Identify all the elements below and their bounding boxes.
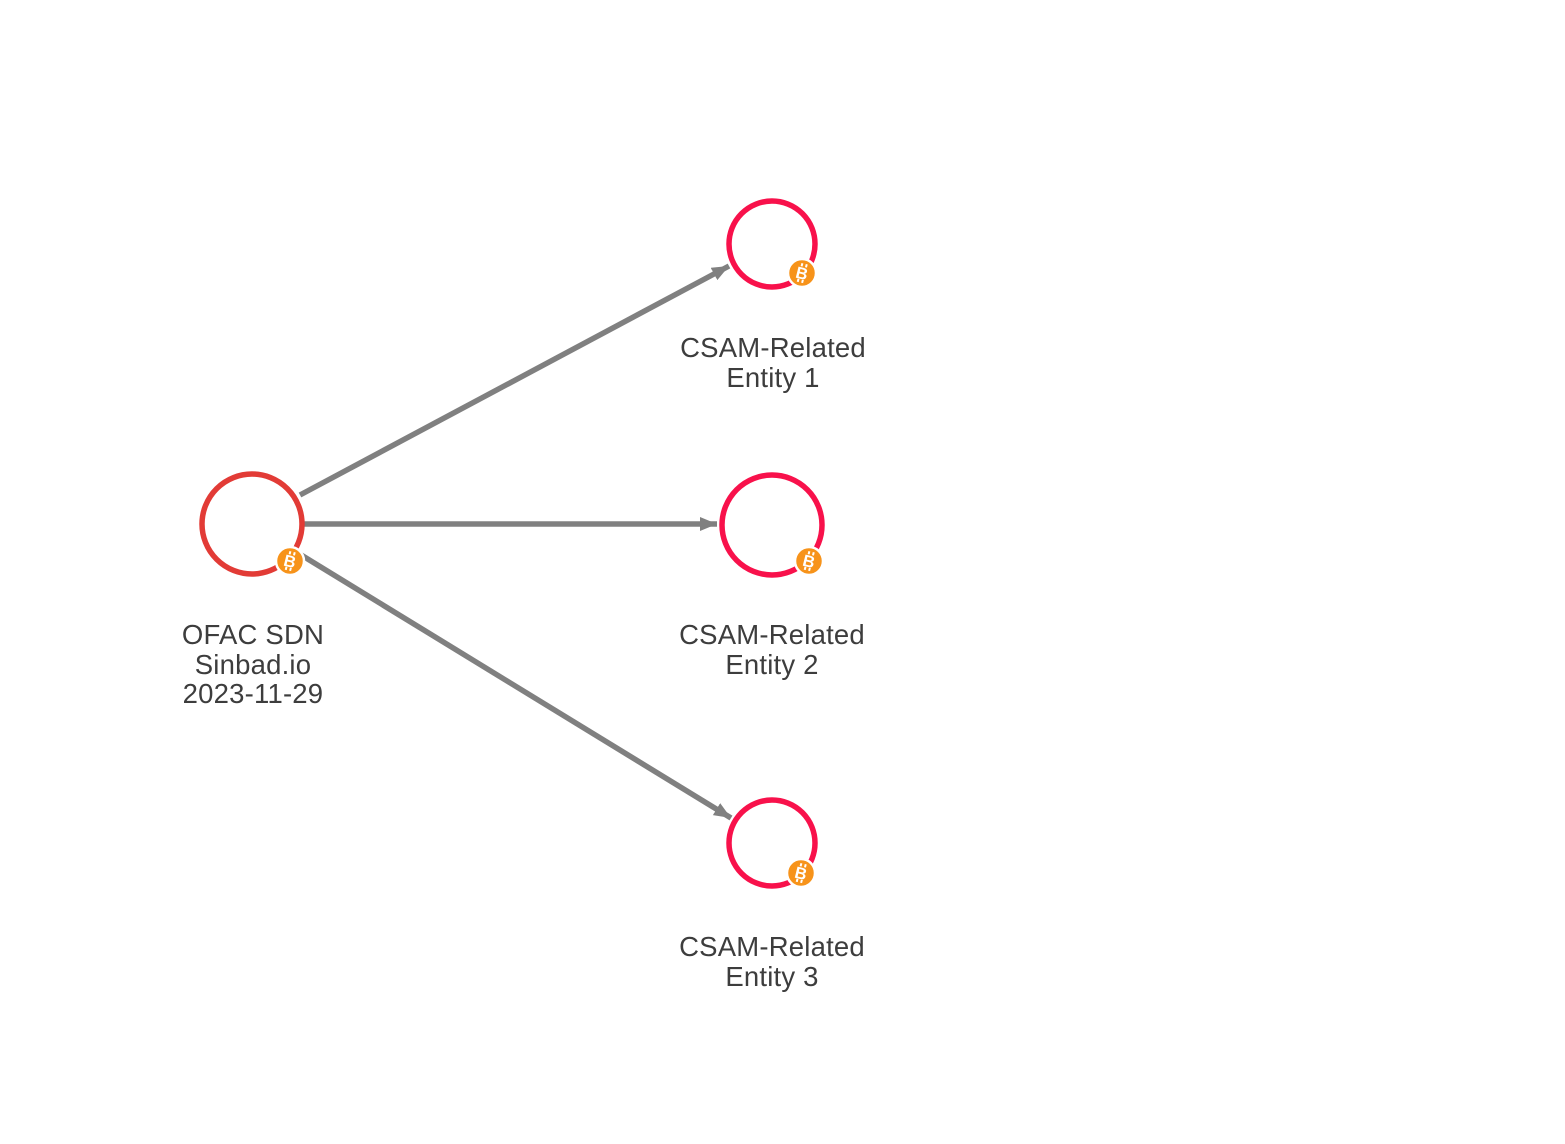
bitcoin-glyph-tick bbox=[808, 567, 811, 572]
bitcoin-icon: B bbox=[274, 545, 306, 577]
bitcoin-icon: B bbox=[785, 857, 817, 889]
bitcoin-glyph-tick bbox=[795, 878, 799, 883]
label-line: 2023-11-29 bbox=[182, 678, 324, 709]
node-label-ofac-sdn-sinbad: OFAC SDN Sinbad.io 2023-11-29 bbox=[182, 620, 324, 709]
node-circle[interactable] bbox=[199, 471, 305, 577]
bitcoin-glyph-tick bbox=[804, 864, 807, 868]
bitcoin-glyph-tick bbox=[805, 264, 808, 268]
bitcoin-badge-circle bbox=[793, 545, 825, 577]
label-line: CSAM-Related bbox=[679, 931, 865, 962]
bitcoin-glyph-tick bbox=[796, 278, 800, 283]
label-line: Entity 1 bbox=[726, 361, 820, 393]
label-line: OFAC SDN bbox=[181, 619, 325, 650]
node-circle[interactable] bbox=[719, 472, 825, 578]
label-line: Entity 2 bbox=[725, 648, 819, 680]
label-line: Sinbad.io bbox=[194, 648, 312, 680]
bitcoin-glyph-tick bbox=[284, 566, 288, 571]
node-csam-entity-1[interactable]: B bbox=[726, 198, 818, 290]
bitcoin-icon: B bbox=[793, 545, 825, 577]
node-csam-entity-3[interactable]: B bbox=[726, 797, 818, 889]
label-line: Entity 3 bbox=[725, 960, 819, 992]
node-label-csam-entity-1: CSAM-Related Entity 1 bbox=[680, 333, 866, 392]
bitcoin-glyph-tick bbox=[803, 566, 807, 571]
bitcoin-glyph-tick bbox=[807, 550, 811, 555]
bitcoin-glyph-tick bbox=[289, 567, 292, 572]
node-label-csam-entity-3: CSAM-Related Entity 3 bbox=[679, 932, 865, 991]
edge-source-to-entity3 bbox=[291, 547, 733, 821]
bitcoin-glyph-tick bbox=[293, 552, 296, 556]
bitcoin-glyph-tick bbox=[801, 279, 804, 284]
bitcoin-badge-circle bbox=[785, 857, 817, 889]
bitcoin-glyph-tick bbox=[800, 879, 803, 884]
bitcoin-badge-circle bbox=[274, 545, 306, 577]
label-line: CSAM-Related bbox=[679, 619, 865, 650]
bitcoin-glyph-tick bbox=[799, 862, 803, 867]
bitcoin-glyph-tick bbox=[812, 552, 815, 556]
node-csam-entity-2[interactable]: B bbox=[719, 472, 825, 578]
bitcoin-glyph-tick bbox=[288, 550, 292, 555]
edge-group bbox=[291, 263, 733, 821]
bitcoin-badge-circle bbox=[786, 257, 818, 289]
node-label-csam-entity-2: CSAM-Related Entity 2 bbox=[679, 620, 865, 679]
node-ofac-sdn-sinbad[interactable]: B bbox=[199, 471, 306, 577]
label-line: CSAM-Related bbox=[680, 332, 866, 363]
edge-source-to-entity1 bbox=[298, 263, 731, 498]
bitcoin-glyph-tick bbox=[800, 262, 804, 267]
bitcoin-icon: B bbox=[786, 257, 818, 289]
